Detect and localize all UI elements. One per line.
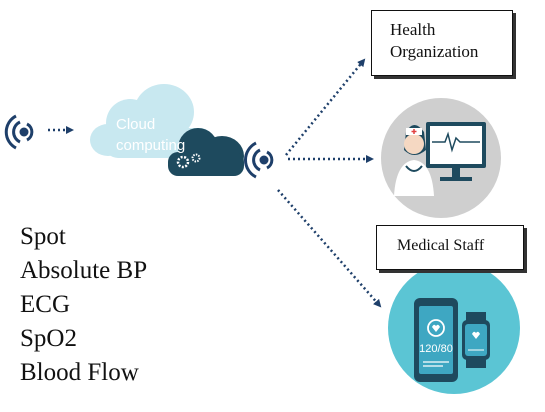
metric-blood-flow: Blood Flow: [20, 359, 139, 386]
cloud-label-line1: Cloud: [116, 116, 156, 133]
medical-staff-label: Medical Staff: [397, 237, 485, 254]
health-organization-line2: Organization: [390, 42, 479, 61]
health-organization-box: Health Organization: [371, 10, 513, 76]
arrow-to-devices: [277, 189, 382, 308]
gear-icon: [176, 153, 201, 169]
cloud-label-line2: computing: [116, 137, 186, 154]
health-organization-line1: Health: [390, 20, 436, 39]
cloud-computing-icon: [90, 84, 244, 176]
doctor-monitor-icon: [381, 98, 501, 218]
phone-reading: 120/80: [419, 343, 453, 355]
arrow-to-health-organization: [285, 58, 366, 156]
medical-staff-box: Medical Staff: [376, 225, 524, 270]
wireless-signal-icon-left: [4, 114, 34, 150]
wireless-signal-icon-right: [243, 141, 274, 179]
metric-ecg: ECG: [20, 291, 70, 318]
metric-spot: Spot: [20, 223, 66, 250]
metric-spo2: SpO2: [20, 325, 77, 352]
metrics-list: Spot Absolute BP ECG SpO2 Blood Flow: [20, 220, 147, 390]
metric-absolute-bp: Absolute BP: [20, 257, 148, 284]
phone-watch-icon: [388, 262, 520, 394]
